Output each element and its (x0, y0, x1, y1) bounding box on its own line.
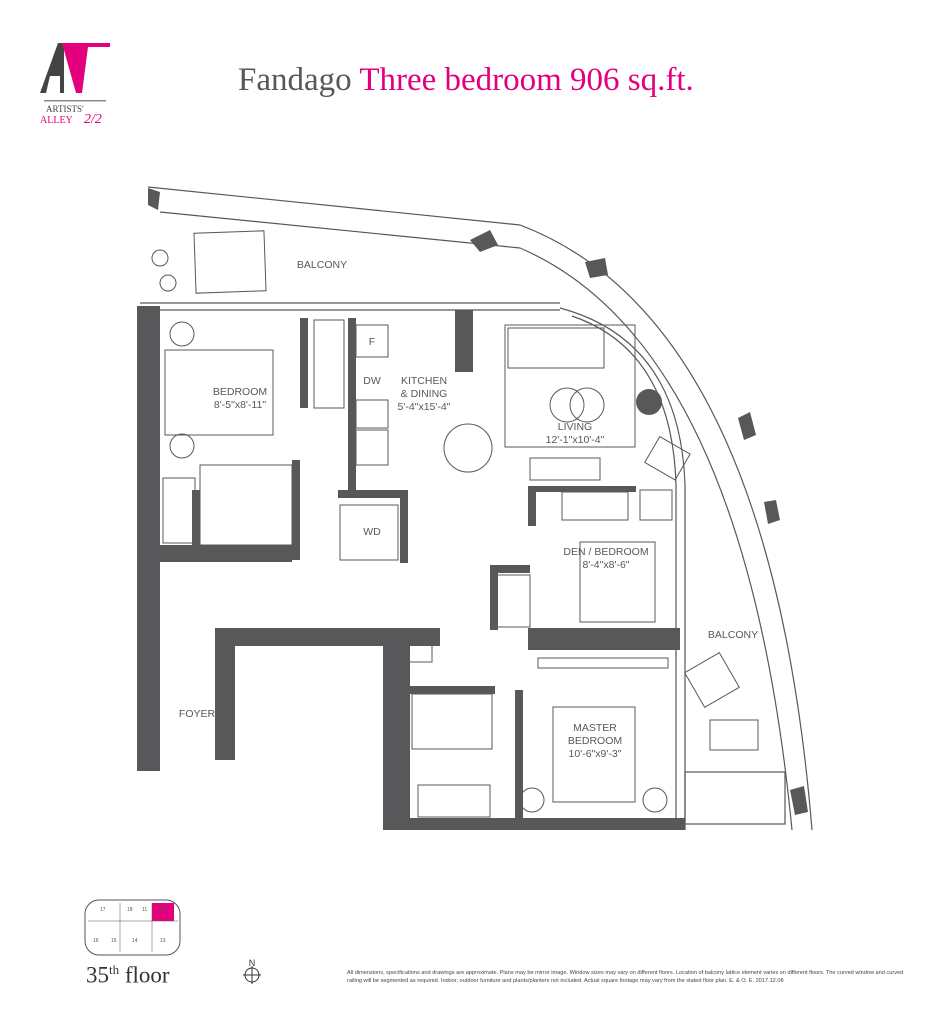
room-labels: BALCONY BEDROOM 8'-5"x8'-11" F DW KITCHE… (179, 259, 758, 760)
balcony-right-label: BALCONY (708, 629, 758, 641)
master-label: MASTER (573, 722, 617, 734)
key-unit-13: 13 (160, 938, 166, 944)
svg-text:2/2: 2/2 (84, 112, 102, 127)
den-size: 8'-4"x8'-6" (582, 559, 629, 571)
key-unit-11: 11 (142, 907, 147, 913)
svg-text:ALLEY: ALLEY (40, 115, 73, 126)
disclaimer: All dimensions, specifications and drawi… (347, 970, 904, 984)
dishwasher-label: DW (363, 375, 381, 387)
floor-label: 35th floor (86, 962, 170, 989)
washer-dryer-label: WD (363, 526, 381, 538)
bedroom-label: BEDROOM (213, 386, 267, 398)
key-plan: 17 18 11 12 16 15 14 13 (84, 899, 181, 956)
key-unit-12: 12 (160, 907, 166, 913)
fridge-label: F (369, 336, 375, 348)
dining-label: & DINING (401, 388, 448, 400)
floor-suffix: th (109, 962, 120, 977)
page-title: Fandago Three bedroom 906 sq.ft. (238, 62, 694, 99)
key-unit-17: 17 (100, 907, 106, 913)
master-label-2: BEDROOM (568, 735, 622, 747)
key-unit-18: 18 (127, 907, 133, 913)
walls (137, 306, 685, 830)
bedroom-size: 8'-5"x8'-11" (214, 399, 266, 411)
balcony-top-label: BALCONY (297, 259, 347, 271)
furniture (151, 230, 759, 818)
balcony-railing (140, 186, 813, 831)
key-plan-highlight (152, 903, 174, 921)
planter (636, 389, 662, 415)
living-size: 12'-1"x10'-4" (546, 434, 605, 446)
den-label: DEN / BEDROOM (563, 546, 648, 558)
key-unit-15: 15 (111, 938, 117, 944)
unit-description: Three bedroom 906 sq.ft. (359, 62, 694, 98)
master-size: 10'-6"x9'-3" (569, 748, 622, 760)
artists-alley-logo: ARTISTS' ALLEY 2/2 (30, 38, 120, 133)
svg-text:ARTISTS': ARTISTS' (46, 104, 84, 114)
model-name: Fandago (238, 62, 352, 98)
north-label: N (248, 958, 256, 968)
floor-number: 35 (86, 962, 109, 988)
key-unit-16: 16 (93, 938, 99, 944)
kitchen-label: KITCHEN (401, 375, 447, 387)
lattice-posts (148, 188, 808, 815)
foyer-label: FOYER (179, 708, 216, 720)
north-arrow-icon (243, 966, 261, 984)
living-label: LIVING (558, 421, 592, 433)
key-unit-14: 14 (132, 938, 138, 944)
kitchen-size: 5'-4"x15'-4" (398, 401, 451, 413)
floor-word: floor (124, 962, 170, 988)
